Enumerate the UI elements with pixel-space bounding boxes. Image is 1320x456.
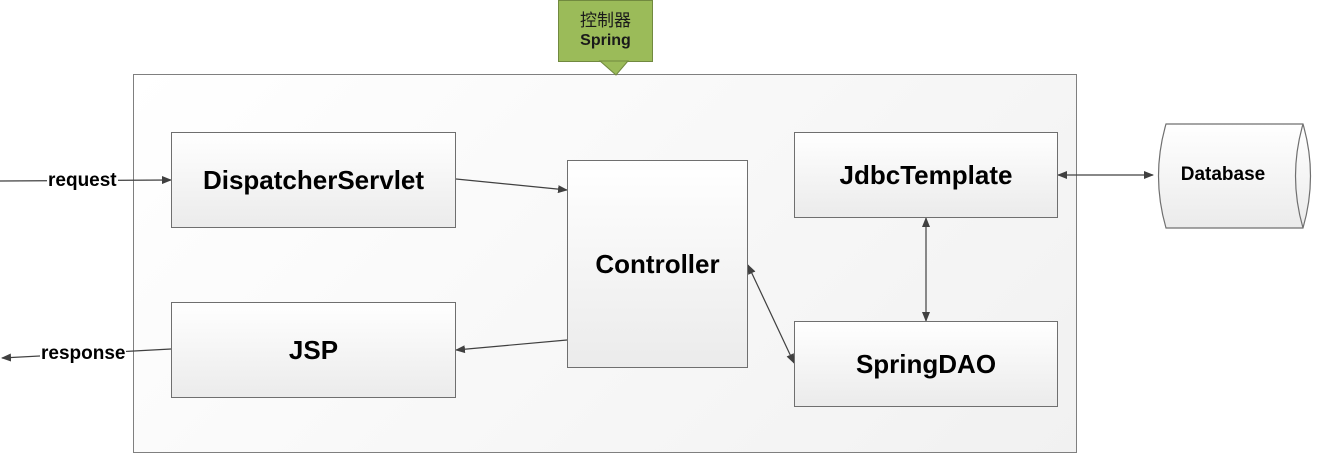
callout-title-cn: 控制器 bbox=[580, 11, 631, 32]
database-label: Database bbox=[1180, 164, 1266, 185]
controller-label: Controller bbox=[595, 248, 720, 279]
controller-to-jsp-arrow bbox=[455, 339, 568, 354]
database-shape bbox=[1157, 123, 1312, 229]
jdbc-template-box: JdbcTemplate bbox=[794, 132, 1058, 218]
request-label: request bbox=[47, 170, 118, 192]
callout-pointer bbox=[598, 60, 630, 76]
spring-dao-box: SpringDAO bbox=[794, 321, 1058, 407]
dispatcher-servlet-label: DispatcherServlet bbox=[202, 164, 425, 195]
controller-box: Controller bbox=[567, 160, 748, 368]
response-label: response bbox=[40, 343, 127, 365]
spring-callout: 控制器 Spring bbox=[558, 0, 653, 62]
dispatcher-to-controller-arrow bbox=[455, 178, 568, 194]
dispatcher-servlet-box: DispatcherServlet bbox=[171, 132, 456, 228]
spring-dao-label: SpringDAO bbox=[855, 348, 997, 379]
callout-title-en: Spring bbox=[580, 31, 631, 49]
jsp-box: JSP bbox=[171, 302, 456, 398]
jsp-label: JSP bbox=[288, 334, 339, 365]
controller-springdao-arrow bbox=[747, 264, 795, 364]
jdbc-template-label: JdbcTemplate bbox=[839, 159, 1013, 190]
